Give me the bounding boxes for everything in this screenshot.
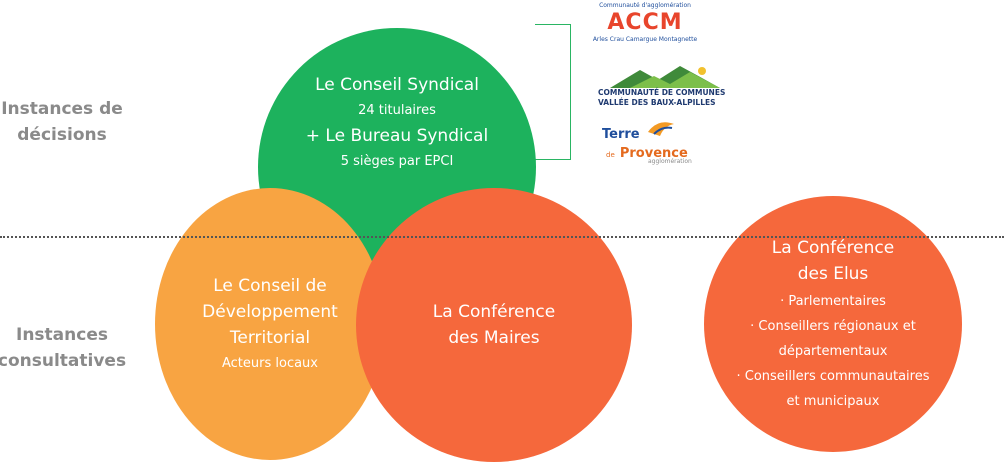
conseil-developpement-sub: Acteurs locaux <box>221 355 318 371</box>
label-instances-decisions: Instances de décisions <box>0 96 132 148</box>
baux-logo-line2: VALLÉE DES BAUX-ALPILLES <box>598 98 716 107</box>
bureau-syndical-title: + Le Bureau Syndical <box>305 126 489 146</box>
section-divider <box>0 236 1004 238</box>
terre-logo-line2-wrap: de Provence <box>606 142 688 161</box>
conference-maires-line2: des Maires <box>448 328 540 348</box>
conference-maires-line1: La Conférence <box>432 302 556 322</box>
conference-elus-line2: des Elus <box>797 263 869 284</box>
conseil-developpement-line2: Développement <box>202 301 338 322</box>
conseil-developpement-line3: Territorial <box>229 327 311 348</box>
conseil-syndical-title: Le Conseil Syndical <box>315 75 479 95</box>
terre-logo-de: de <box>606 151 615 159</box>
accm-logo: Communauté d'agglomération ACCM Arles Cr… <box>590 2 700 50</box>
baux-alpilles-logo: COMMUNAUTÉ DE COMMUNES VALLÉE DES BAUX-A… <box>598 64 728 110</box>
accm-logo-mark: ACCM <box>607 10 683 35</box>
conseil-syndical-subtitle: 24 titulaires <box>358 103 436 118</box>
terre-de-provence-logo: Terre de Provence agglomération <box>602 118 712 168</box>
label-decisions-line1: Instances de <box>1 99 123 119</box>
conference-elus-item: · Conseillers communautaires <box>736 368 930 384</box>
terre-logo-line1: Terre <box>602 127 640 142</box>
conseil-developpement-circle: Le Conseil de Développement Territorial … <box>155 188 385 460</box>
conference-elus-item: et municipaux <box>786 393 880 409</box>
accm-logo-bottom: Arles Crau Camargue Montagnette <box>592 36 698 43</box>
terre-logo-line3: agglomération <box>648 158 692 165</box>
conference-elus-line1: La Conférence <box>771 237 895 258</box>
terre-logo-line2: Provence <box>619 146 688 161</box>
accm-logo-top: Communauté d'agglomération <box>599 2 691 9</box>
conference-maires-circle: La Conférence des Maires <box>356 188 632 462</box>
conference-elus-item: · Conseillers régionaux et <box>750 318 916 334</box>
conference-elus-item: · Parlementaires <box>780 293 886 309</box>
bird-icon <box>648 122 674 136</box>
conseil-developpement-line1: Le Conseil de <box>213 275 327 296</box>
label-consultatives-line1: Instances <box>16 325 108 345</box>
label-instances-consultatives: Instances consultatives <box>0 322 132 374</box>
baux-logo-line1: COMMUNAUTÉ DE COMMUNES <box>598 88 726 97</box>
logos-connector-line <box>535 24 571 160</box>
conference-elus-item: départementaux <box>778 343 888 359</box>
bureau-syndical-sieges: 5 sièges par EPCI <box>340 154 454 169</box>
label-consultatives-line2: consultatives <box>0 351 127 371</box>
conference-elus-circle: La Conférence des Elus · Parlementaires … <box>704 196 962 452</box>
label-decisions-line2: décisions <box>17 125 107 145</box>
mountain-icon <box>610 66 720 88</box>
